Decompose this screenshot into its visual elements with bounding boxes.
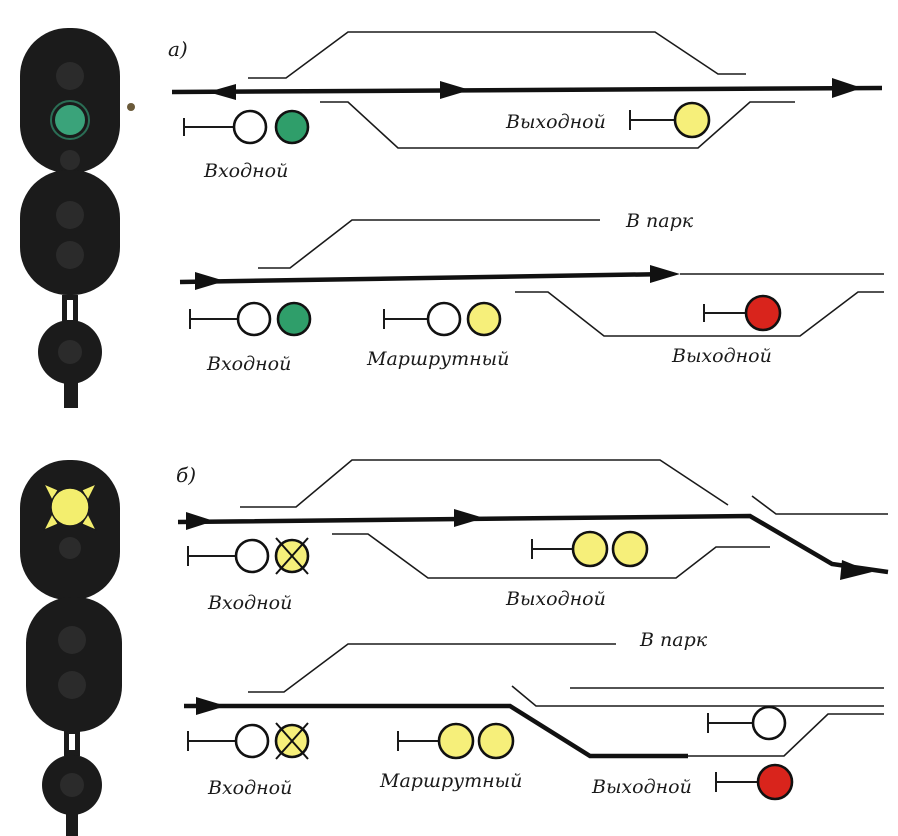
b2-route-lamp-yellow-2	[477, 722, 515, 760]
signal-head-a-lens-6	[58, 340, 82, 364]
signal-head-b-lens-3	[58, 626, 86, 654]
b2-lower-right-track	[688, 713, 884, 757]
b1-exit-signal	[531, 530, 649, 568]
b2-arrow-1	[196, 697, 226, 715]
b1-branch-track	[751, 495, 888, 515]
a2-entry-signal	[189, 301, 312, 337]
signal-head-b-post	[66, 812, 78, 836]
a2-lower-track	[515, 291, 884, 337]
a2-entry-lamp-white	[236, 301, 272, 337]
section-a-diagram-1: Входной Выходной	[171, 31, 883, 182]
a2-entry-lamp-green	[276, 301, 312, 337]
signal-head-a-post	[64, 380, 78, 408]
signal-head-a-middle-body	[20, 170, 120, 295]
a1-entry-label: Входной	[203, 160, 288, 182]
a2-route-lamp-yellow	[466, 301, 502, 337]
b1-entry-label: Входной	[207, 592, 292, 614]
b2-exit-lamp-white	[751, 705, 787, 741]
b2-park-label: В парк	[639, 629, 708, 651]
section-a-diagram-2: В парк Входной Маршрутный Выходной	[179, 210, 884, 375]
signal-head-b-stem-slot	[69, 734, 75, 750]
b2-route-label: Маршрутный	[379, 770, 522, 792]
a2-route-label: Маршрутный	[366, 348, 509, 370]
section-b-diagram-2: В парк Входной Маршрутный	[184, 629, 884, 801]
a2-arrow-1	[195, 272, 225, 290]
a2-park-track	[258, 219, 600, 269]
b1-upper-track	[240, 459, 729, 508]
b2-exit-label: Выходной	[591, 776, 692, 798]
signal-head-a-lens-4	[56, 201, 84, 229]
b1-arrow-1	[186, 512, 214, 530]
b2-upper-right-track	[511, 685, 884, 707]
signal-head-b	[20, 460, 122, 836]
signal-head-a-lens-green-rim	[50, 100, 90, 140]
a1-upper-track	[248, 31, 746, 79]
b1-entry-lamp-white	[234, 538, 270, 574]
b2-exit-signal-1	[707, 705, 787, 741]
a1-exit-label: Выходной	[505, 111, 606, 133]
b2-entry-signal	[187, 722, 310, 760]
b2-entry-label: Входной	[207, 777, 292, 799]
a1-arrow-3	[832, 78, 862, 98]
a2-route-signal	[383, 301, 502, 337]
a1-entry-signal	[183, 109, 310, 145]
a2-park-label: В парк	[625, 210, 694, 232]
b2-exit-lamp-red	[756, 763, 794, 801]
b2-entry-lamp-white	[234, 723, 270, 759]
signal-head-a-lens-5	[56, 241, 84, 269]
signal-head-b-lens-5	[60, 773, 84, 797]
b2-exit-signal-2	[715, 763, 794, 801]
signal-head-a-lens-3	[60, 150, 80, 170]
b2-main-track	[184, 703, 688, 759]
b1-entry-signal	[187, 537, 310, 575]
signal-head-a-lens-green	[55, 105, 85, 135]
a1-arrow-1	[208, 84, 236, 100]
a2-route-lamp-white	[426, 301, 462, 337]
a1-lower-track	[320, 101, 795, 149]
a1-entry-lamp-green	[274, 109, 310, 145]
signal-head-b-flashing-yellow	[42, 483, 98, 531]
b2-park-track	[248, 643, 616, 693]
a2-exit-signal	[703, 294, 782, 332]
a1-exit-signal	[629, 101, 711, 139]
signal-head-a-screw	[127, 103, 135, 111]
signal-head-a-stem-slot	[67, 300, 73, 320]
a1-exit-lamp-yellow	[673, 101, 711, 139]
section-a-label: а)	[168, 37, 188, 61]
a1-entry-lamp-white	[232, 109, 268, 145]
signal-head-a-lens-1	[56, 62, 84, 90]
b2-route-signal	[397, 722, 515, 760]
b1-arrow-3	[840, 560, 872, 580]
signal-head-b-middle-body	[26, 597, 122, 732]
b2-route-lamp-yellow-1	[437, 722, 475, 760]
signal-head-b-upper-body	[20, 460, 120, 600]
a2-exit-lamp-red	[744, 294, 782, 332]
a2-exit-label: Выходной	[671, 345, 772, 367]
a2-arrow-2	[650, 265, 680, 283]
b1-exit-label: Выходной	[505, 588, 606, 610]
section-b-label: б)	[176, 463, 196, 487]
section-b-diagram-1: Входной Выходной	[177, 459, 889, 614]
b1-exit-lamp-yellow-1	[571, 530, 609, 568]
a1-arrow-2	[440, 81, 470, 99]
b1-lower-track	[332, 533, 770, 579]
b1-exit-lamp-yellow-2	[611, 530, 649, 568]
signal-head-b-lens-2	[59, 537, 81, 559]
a1-main-track	[171, 85, 883, 95]
signal-head-b-lens-4	[58, 671, 86, 699]
a2-entry-label: Входной	[206, 353, 291, 375]
a2-main-track	[179, 271, 671, 285]
b1-arrow-2	[454, 509, 484, 527]
signal-head-a	[20, 28, 135, 408]
